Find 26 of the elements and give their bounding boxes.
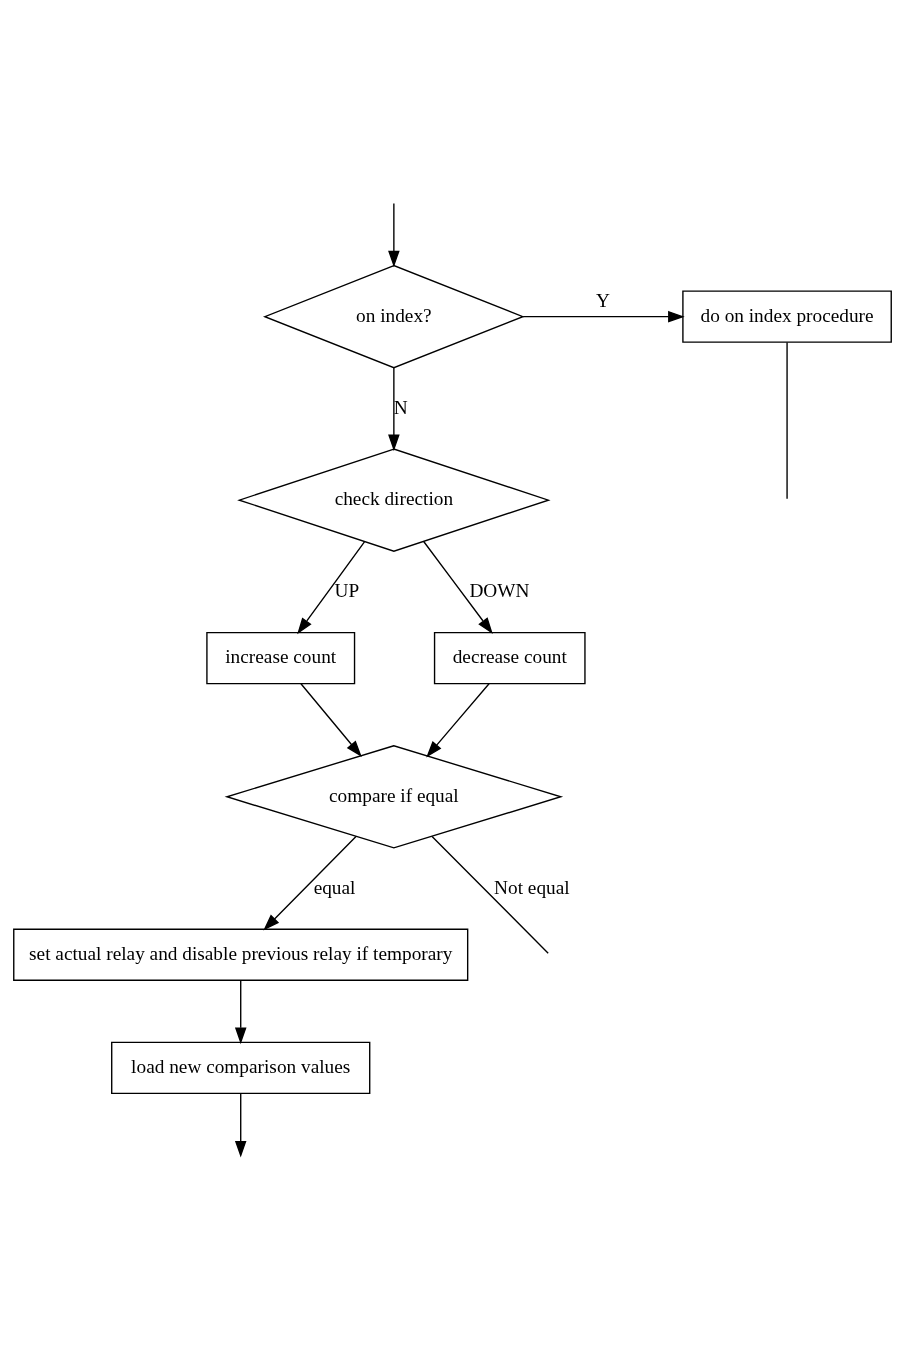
arrow <box>263 835 357 931</box>
edge-label: equal <box>313 876 356 898</box>
connector <box>786 341 788 500</box>
node-diamond: compare if equal <box>224 745 564 849</box>
connector <box>431 835 549 954</box>
node-diamond: on index? <box>263 264 525 369</box>
node-box: decrease count <box>433 631 586 685</box>
node-box: increase count <box>206 631 356 685</box>
edge-label: Not equal <box>494 876 570 898</box>
arrow <box>234 979 247 1045</box>
arrow <box>423 540 493 635</box>
arrow <box>300 683 362 757</box>
arrow <box>234 1093 247 1158</box>
edge-label: N <box>393 396 408 418</box>
edge-label: DOWN <box>469 580 530 601</box>
edge-label: Y <box>595 290 610 312</box>
arrow <box>297 541 366 635</box>
edge-label: UP <box>334 580 360 601</box>
node-box: do on index procedure <box>682 290 892 343</box>
arrow <box>388 367 400 452</box>
arrow <box>522 310 685 323</box>
arrow <box>388 202 400 268</box>
node-diamond: check direction <box>237 448 551 552</box>
node-box: set actual relay and disable previous relay if temporary <box>13 928 469 981</box>
node-box: load new comparison values <box>111 1041 371 1095</box>
arrow <box>426 683 490 758</box>
